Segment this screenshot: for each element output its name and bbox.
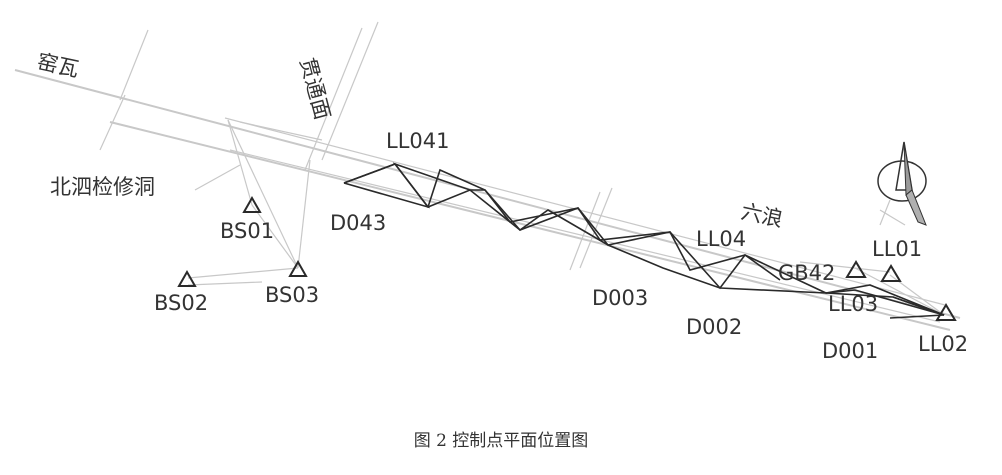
point-label-bs03: BS03 [265, 283, 319, 307]
point-label-ll041: LL041 [386, 129, 449, 153]
guantongmian-plane [304, 21, 379, 171]
section-mark [569, 187, 613, 271]
figure-caption: 图 2 控制点平面位置图 [414, 431, 589, 451]
control-network [343, 162, 945, 319]
point-label-ll03: LL03 [828, 292, 878, 316]
bs01-triangle-icon [242, 195, 262, 213]
beisi-access-network [187, 119, 323, 286]
point-label-d043: D043 [330, 211, 386, 235]
yaowa-boundary [99, 29, 149, 151]
control-points [177, 195, 957, 321]
ll01-triangle-icon [880, 264, 902, 282]
point-label-ll02: LL02 [918, 332, 968, 356]
point-label-ll01: LL01 [872, 237, 922, 261]
area-label-guantongmian: 贯通面 [295, 55, 334, 122]
point-label-d001: D001 [822, 339, 878, 363]
bs02-triangle-icon [177, 269, 197, 287]
point-label-bs02: BS02 [154, 291, 208, 315]
ll02-triangle-icon [935, 303, 957, 321]
north-arrow-icon [877, 141, 927, 226]
gb42-triangle-icon [845, 260, 867, 278]
point-label-bs01: BS01 [220, 219, 274, 243]
area-label-beisi: 北泗检修洞 [50, 175, 155, 199]
point-label-d002: D002 [686, 315, 742, 339]
point-label-ll04: LL04 [696, 227, 746, 251]
point-label-d003: D003 [592, 286, 648, 310]
bs03-triangle-icon [288, 259, 308, 277]
point-label-gb42: GB42 [778, 261, 835, 285]
